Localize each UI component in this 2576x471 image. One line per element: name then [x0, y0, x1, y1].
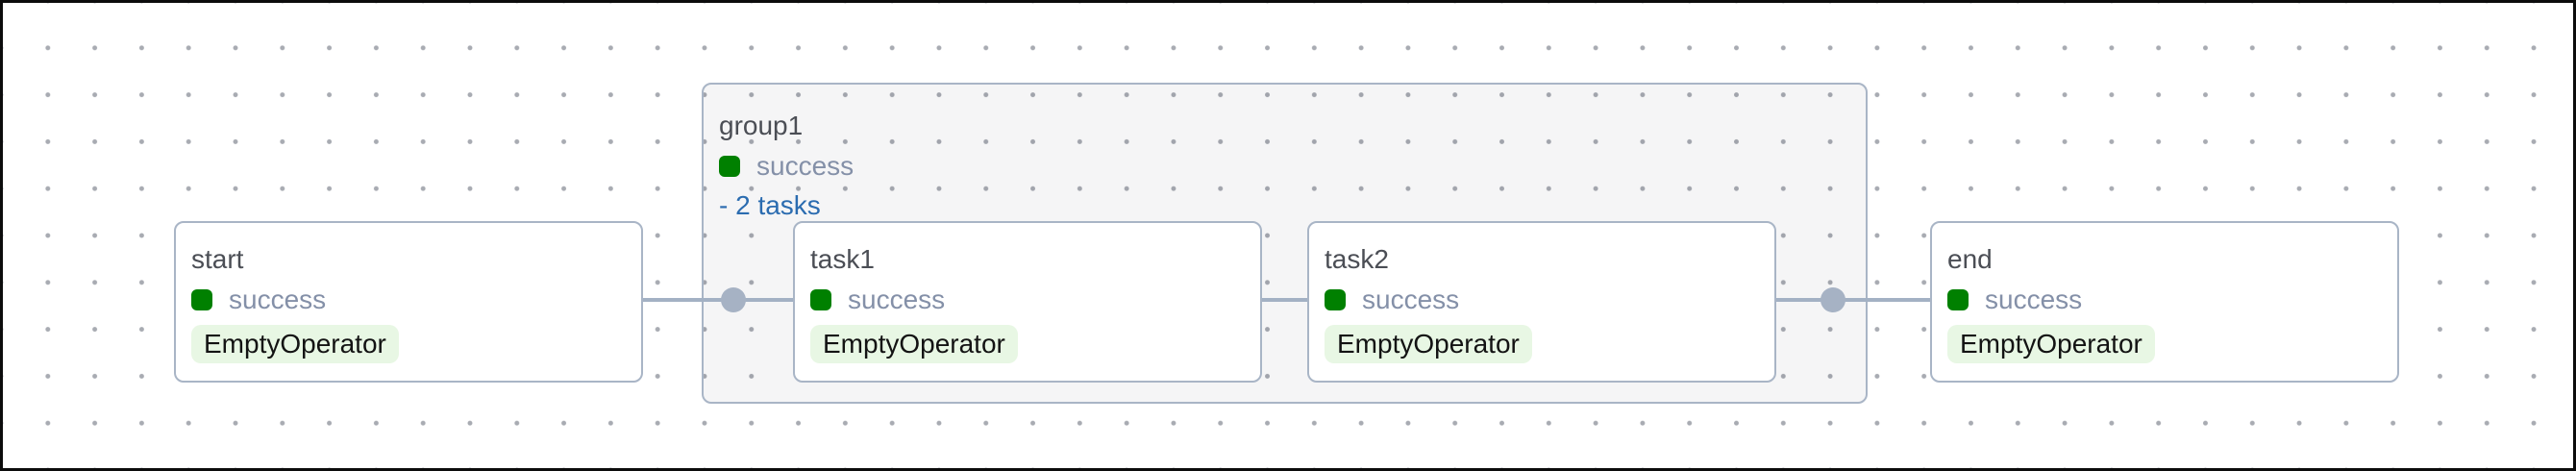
- task-title: end: [1947, 244, 1993, 274]
- task-title: start: [191, 244, 244, 274]
- edge-task2-to-end: [1775, 298, 1932, 302]
- edge-junction-dot-out: [1821, 287, 1845, 312]
- operator-badge: EmptyOperator: [1947, 324, 2155, 363]
- task-status-row: success: [1947, 285, 2382, 315]
- operator-badge: EmptyOperator: [1325, 324, 1532, 363]
- success-status-icon: [719, 155, 740, 177]
- group-status-label: success: [756, 150, 855, 181]
- group-collapse-link[interactable]: - 2 tasks: [719, 189, 821, 220]
- task-node-end[interactable]: end success EmptyOperator: [1930, 221, 2399, 383]
- task-status-label: success: [229, 284, 327, 314]
- edge-start-to-task1: [642, 298, 795, 302]
- task-status-label: success: [1362, 284, 1460, 314]
- task-title: task1: [810, 244, 875, 274]
- task-node-task1[interactable]: task1 success EmptyOperator: [793, 221, 1262, 383]
- task-status-row: success: [1325, 285, 1759, 315]
- success-status-icon: [810, 288, 831, 310]
- task-status-label: success: [848, 284, 946, 314]
- task-status-row: success: [810, 285, 1245, 315]
- edge-junction-dot-in: [721, 287, 746, 312]
- task-title: task2: [1325, 244, 1389, 274]
- operator-badge: EmptyOperator: [191, 324, 399, 363]
- success-status-icon: [191, 288, 212, 310]
- group-title: group1: [719, 111, 804, 140]
- task-status-label: success: [1985, 284, 2083, 314]
- operator-badge: EmptyOperator: [810, 324, 1018, 363]
- success-status-icon: [1947, 288, 1969, 310]
- task-node-task2[interactable]: task2 success EmptyOperator: [1307, 221, 1776, 383]
- edge-task1-to-task2: [1259, 298, 1309, 302]
- success-status-icon: [1325, 288, 1346, 310]
- task-node-start[interactable]: start success EmptyOperator: [174, 221, 643, 383]
- group-status-row: success: [719, 151, 1850, 182]
- task-status-row: success: [191, 285, 626, 315]
